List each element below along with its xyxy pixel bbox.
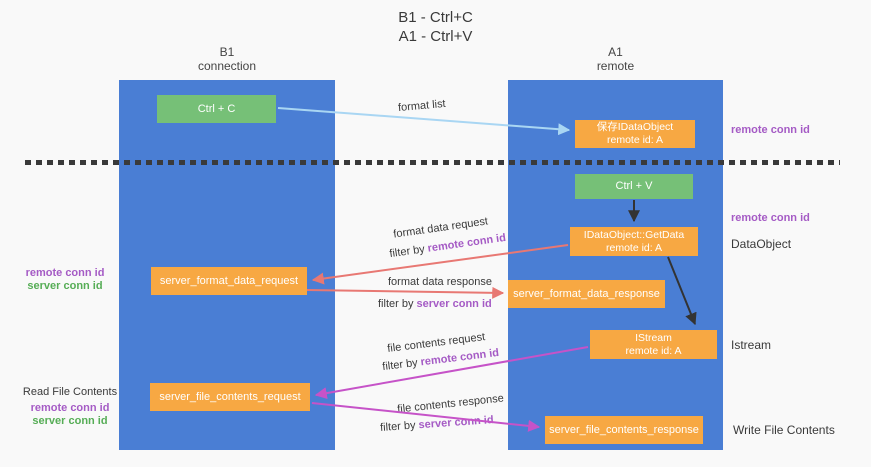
diagram-title: B1 - Ctrl+C A1 - Ctrl+V	[0, 8, 871, 46]
save-dataobject-line1: 保存IDataObject	[596, 121, 674, 133]
format-list-arrow-label: format list	[397, 97, 447, 115]
server-file-contents-request-label: server_file_contents_request	[159, 390, 301, 403]
write-file-contents-annotation: Write File Contents	[733, 423, 835, 437]
title-line-paste: A1 - Ctrl+V	[398, 28, 473, 45]
format-response-filter-prefix: filter by	[378, 298, 414, 310]
save-dataobject-node: 保存IDataObject remote id: A	[575, 120, 695, 148]
lane-b1-subtitle: connection	[197, 59, 257, 73]
format-request-filter-key: remote conn id	[426, 231, 507, 255]
phase-divider-dashed-line	[25, 160, 840, 165]
save-dataobject-line2: remote id: A	[606, 134, 664, 146]
lane-a1-name: A1	[608, 45, 623, 59]
file-response-arrow-label: file contents response	[396, 392, 505, 416]
server-file-contents-request-node: server_file_contents_request	[150, 383, 310, 411]
file-section-left-annotation: Read File Contents remote conn id server…	[20, 386, 120, 428]
format-section-left-annotation: remote conn id server conn id	[20, 267, 110, 293]
paste-remote-conn-id-label: remote conn id	[731, 212, 810, 224]
getdata-line1: IDataObject::GetData	[583, 228, 685, 241]
istream-line2: remote id: A	[625, 344, 682, 357]
istream-node: IStream remote id: A	[590, 330, 717, 359]
server-format-data-request-label: server_format_data_request	[159, 274, 299, 287]
format-response-filter-key: server conn id	[416, 298, 492, 310]
file-response-filter-prefix: filter by	[379, 419, 416, 434]
file-server-conn-id-label: server conn id	[32, 415, 108, 427]
file-response-filter-key: server conn id	[418, 414, 495, 432]
format-server-conn-id-label: server conn id	[27, 280, 103, 292]
copy-remote-conn-id-label: remote conn id	[731, 124, 810, 136]
file-remote-conn-id-label: remote conn id	[30, 402, 110, 414]
lane-a1-subtitle: remote	[596, 59, 635, 73]
format-data-response-arrow	[306, 286, 505, 299]
lane-header-a1: A1 remote	[508, 45, 723, 73]
server-file-contents-response-node: server_file_contents_response	[545, 416, 703, 444]
server-format-data-response-label: server_format_data_response	[513, 287, 660, 300]
format-request-filter-prefix: filter by	[388, 243, 426, 261]
server-format-data-request-node: server_format_data_request	[151, 267, 307, 295]
istream-annotation: Istream	[731, 338, 772, 352]
getdata-line2: remote id: A	[605, 241, 663, 254]
file-request-filter-prefix: filter by	[381, 356, 419, 374]
ctrl-c-node: Ctrl + C	[157, 95, 276, 123]
format-response-filter-label: filter by server conn id	[378, 298, 492, 310]
format-response-arrow-label: format data response	[388, 276, 492, 288]
format-remote-conn-id-label: remote conn id	[25, 267, 105, 279]
lane-header-b1: B1 connection	[119, 45, 335, 73]
file-request-filter-key: remote conn id	[419, 346, 500, 369]
istream-line1: IStream	[635, 331, 672, 344]
server-format-data-response-node: server_format_data_response	[508, 280, 665, 308]
ctrl-v-label: Ctrl + V	[615, 180, 653, 192]
read-file-contents-label: Read File Contents	[22, 386, 118, 398]
lane-b1-name: B1	[219, 45, 235, 59]
idataobject-getdata-node: IDataObject::GetData remote id: A	[570, 227, 698, 256]
ctrl-v-node: Ctrl + V	[575, 174, 693, 199]
dataobject-annotation: DataObject	[731, 237, 792, 251]
server-file-contents-response-label: server_file_contents_response	[549, 423, 699, 436]
file-response-filter-label: filter by server conn id	[380, 414, 494, 434]
ctrl-c-label: Ctrl + C	[197, 102, 236, 115]
title-line-copy: B1 - Ctrl+C	[398, 9, 473, 26]
